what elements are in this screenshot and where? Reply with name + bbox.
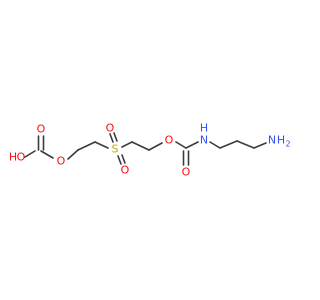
atom-h2-amine: H (277, 134, 285, 147)
bond-s-o-bottom-b (121, 154, 126, 164)
bond-o-c2 (175, 141, 187, 149)
structure-diagram: H O O O S O O O O H N N H 2 (9, 122, 291, 179)
bond-ch2-ch2-d (236, 140, 255, 149)
bond-ch2-o-b (148, 142, 163, 151)
atom-o-ester-1: O (57, 155, 66, 168)
atom-n-amide: N (200, 134, 208, 147)
atom-s-sulfonyl: S (112, 143, 119, 156)
bond-ch2-ch2-b (131, 141, 150, 151)
bond-ch2-s-a (94, 141, 109, 149)
atom-o-carbonyl-1: O (37, 123, 46, 136)
atom-o-carbonyl-2: O (182, 166, 191, 179)
bond-c1-o-ester (40, 150, 54, 159)
bond-s-o-bottom-a (117, 155, 122, 165)
atom-h2-subscript: 2 (285, 140, 290, 149)
atom-o-sulfonyl-top: O (106, 122, 115, 135)
atom-h-amide: H (200, 122, 208, 135)
atom-o-hydroxyl: O (17, 151, 26, 164)
bond-s-o-top-a (109, 133, 114, 143)
bond-ch2-ch2-c (219, 140, 238, 149)
bond-s-ch2-b (121, 141, 133, 148)
atom-o-ester-2: O (165, 134, 174, 147)
bond-ch2-nh2 (253, 142, 267, 149)
bond-n-ch2 (209, 141, 221, 149)
bond-o-ch2-a (67, 149, 79, 160)
bond-c2-n (185, 141, 199, 149)
atom-n-amine: N (268, 134, 276, 147)
bonds (24, 132, 267, 166)
bond-s-o-top-b (113, 132, 118, 142)
atom-h-acid: H (9, 151, 17, 164)
atom-labels: H O O O S O O O O H N N H 2 (9, 122, 291, 179)
bond-oh-c1 (24, 150, 36, 158)
bond-ch2-ch2-a (77, 141, 96, 151)
atom-o-sulfonyl-bottom: O (121, 164, 130, 177)
